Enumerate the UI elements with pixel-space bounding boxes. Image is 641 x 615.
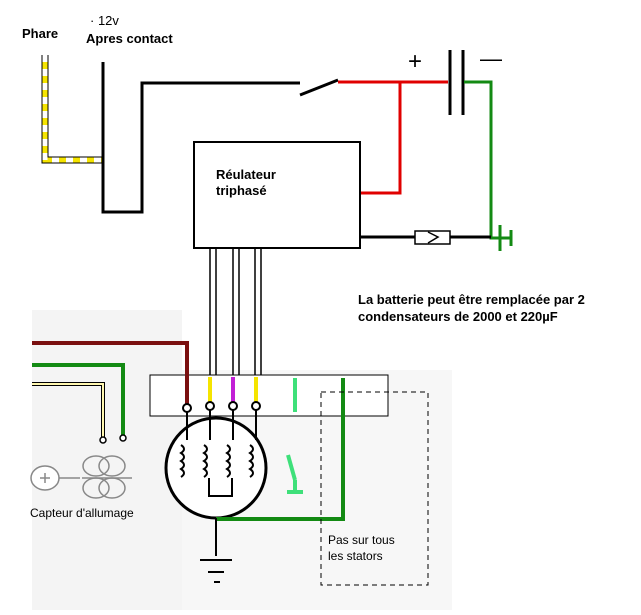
pas-sur-tous-line1: Pas sur tous <box>328 533 395 547</box>
capteur-green-wire <box>32 363 125 436</box>
capacitor-plus-label: + <box>408 48 423 75</box>
phase-colored-wires <box>208 377 258 402</box>
note-line2: condensateurs de 2000 et 220µF <box>358 309 558 324</box>
phare-wire <box>41 55 103 164</box>
wire-12v-apres-contact <box>101 62 300 214</box>
plus-12v-label: · 12v <box>90 13 119 28</box>
red-wire <box>338 80 448 195</box>
capteur-white-wire <box>32 382 105 438</box>
capteur-dark-red-wire <box>32 341 189 404</box>
stator-light-green-wire <box>286 378 303 494</box>
switch-symbol <box>299 78 339 97</box>
diode-symbol <box>414 230 451 245</box>
stator-windings <box>179 410 257 497</box>
phare-label: Phare <box>22 26 59 41</box>
optional-dashed-box <box>320 391 429 586</box>
regulator-line2: triphasé <box>216 183 267 198</box>
capacitor-symbol <box>448 50 465 115</box>
ignition-sensor <box>30 434 132 499</box>
regulator-line1: Réulateur <box>216 167 276 182</box>
apres-contact-label: Apres contact <box>86 31 173 46</box>
stator-ground <box>200 518 232 583</box>
pas-sur-tous-line2: les stators <box>328 549 383 563</box>
green-ground-wire <box>464 80 513 251</box>
capacitor-minus-label: — <box>480 46 502 71</box>
capteur-label: Capteur d'allumage <box>30 506 134 520</box>
three-phase-wires <box>209 248 262 375</box>
regulator-box <box>193 141 361 249</box>
terminal-screws <box>182 401 261 413</box>
stator-dark-green-wire <box>216 378 345 521</box>
note-line1: La batterie peut être remplacée par 2 <box>358 292 585 307</box>
